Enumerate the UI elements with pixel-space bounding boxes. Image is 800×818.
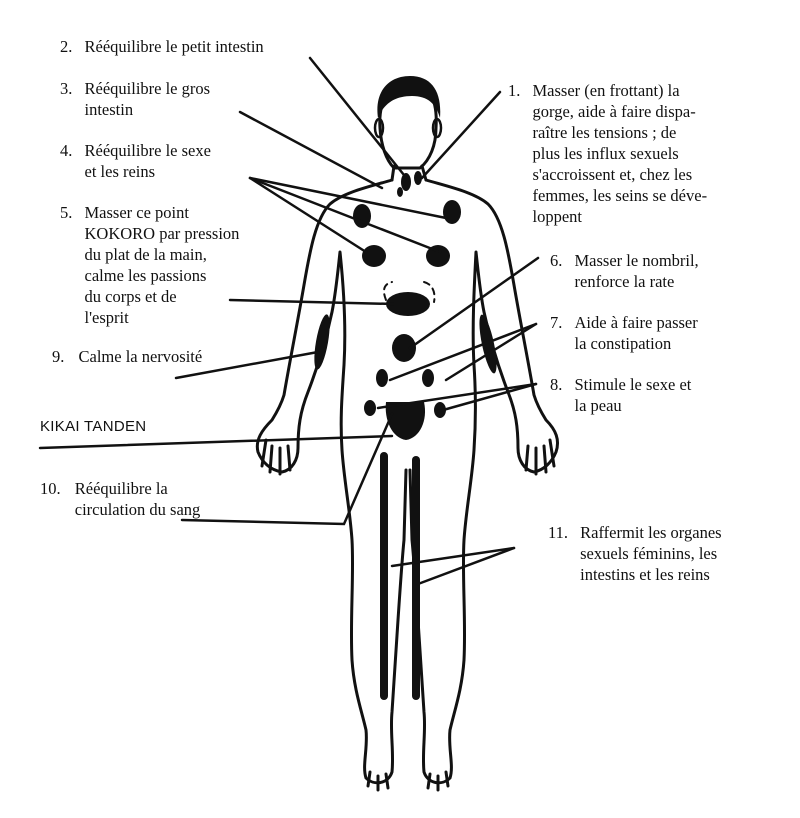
label-9-number: 9. — [52, 347, 65, 366]
label-1-number: 1. — [508, 81, 521, 100]
leader-4a — [248, 176, 448, 220]
kikai-tanden-point — [385, 402, 426, 440]
label-4: 4. Rééquilibre le sexe et les reins — [60, 140, 211, 182]
abdomen-point-right-upper — [422, 369, 434, 387]
leader-4c — [248, 176, 368, 254]
left-leg-line — [380, 452, 388, 700]
kikai-tanden-label: KIKAI TANDEN — [40, 418, 147, 435]
label-9-text: Calme la nervosité — [78, 347, 203, 366]
label-5: 5. Masser ce point KOKORO par pression d… — [60, 202, 239, 328]
leader-11b — [416, 546, 516, 586]
leader-7b — [444, 322, 538, 382]
label-8: 8. Stimule le sexe et la peau — [550, 374, 691, 416]
right-leg-line — [412, 456, 420, 700]
kokoro-point — [386, 292, 430, 316]
label-7: 7. Aide à faire passer la constipation — [550, 312, 698, 354]
label-10: 10. Rééquilibre la circulation du sang — [40, 478, 200, 520]
label-8-number: 8. — [550, 375, 563, 394]
throat-point-b — [414, 171, 422, 185]
leader-9 — [174, 350, 320, 380]
right-fingers — [524, 438, 556, 476]
leader-8b — [434, 382, 538, 414]
leader-11a — [390, 546, 516, 568]
neck-outline — [390, 164, 428, 182]
label-9: 9. Calme la nervosité — [52, 346, 202, 367]
label-8-text: Stimule le sexe et la peau — [574, 375, 692, 415]
label-6-number: 6. — [550, 251, 563, 270]
right-side-outline — [408, 178, 560, 785]
label-4-number: 4. — [60, 141, 73, 160]
abdomen-point-left-lower — [364, 400, 376, 416]
left-ear — [373, 117, 385, 139]
label-3: 3. Rééquilibre le gros intestin — [60, 78, 210, 120]
label-1: 1. Masser (en frottant) la gorge, aide à… — [508, 80, 707, 227]
leader-6 — [408, 256, 540, 350]
throat-points — [397, 171, 422, 197]
label-7-number: 7. — [550, 313, 563, 332]
chest-point-right — [443, 200, 461, 224]
hair — [377, 76, 441, 118]
leader-kikai — [38, 434, 394, 450]
label-11-number: 11. — [548, 523, 569, 542]
breast-point-left — [362, 245, 386, 267]
leader-10 — [180, 412, 394, 526]
label-6-text: Masser le nombril, renforce la rate — [574, 251, 699, 291]
label-2-text: Rééquilibre le petit intestin — [84, 37, 264, 56]
leader-8a — [376, 382, 538, 410]
pressure-points — [314, 200, 497, 700]
navel-point — [392, 334, 416, 362]
label-1-text: Masser (en frottant) la gorge, aide à fa… — [532, 81, 708, 226]
leader-7a — [388, 322, 538, 382]
label-10-text: Rééquilibre la circulation du sang — [74, 479, 201, 519]
label-6: 6. Masser le nombril, renforce la rate — [550, 250, 699, 292]
label-2: 2. Rééquilibre le petit intestin — [60, 36, 264, 57]
left-fingers — [260, 438, 292, 476]
throat-point-a — [401, 173, 411, 191]
label-11: 11. Raffermit les organes sexuels fémini… — [548, 522, 722, 585]
leader-4b — [248, 176, 442, 254]
feet-lines — [366, 770, 450, 792]
waist-dashes — [383, 281, 436, 303]
left-forearm-point — [314, 314, 330, 370]
throat-point-c — [397, 187, 403, 197]
label-3-number: 3. — [60, 79, 73, 98]
label-11-text: Raffermit les organes sexuels féminins, … — [580, 523, 722, 584]
label-10-number: 10. — [40, 479, 61, 498]
label-5-number: 5. — [60, 203, 73, 222]
label-2-number: 2. — [60, 37, 73, 56]
label-5-text: Masser ce point KOKORO par pression du p… — [84, 203, 240, 327]
right-ear — [431, 117, 443, 139]
label-7-text: Aide à faire passer la constipation — [574, 313, 698, 353]
leader-1 — [420, 90, 502, 180]
abdomen-point-left-upper — [376, 369, 388, 387]
chest-point-left — [353, 204, 371, 228]
right-forearm-point — [479, 314, 497, 374]
label-4-text: Rééquilibre le sexe et les reins — [84, 141, 211, 181]
leader-lines — [38, 56, 540, 586]
breast-point-right — [426, 245, 450, 267]
leader-2 — [308, 56, 410, 182]
label-3-text: Rééquilibre le gros intestin — [84, 79, 211, 119]
leader-3 — [238, 110, 384, 190]
body-outline — [255, 80, 560, 792]
leader-5 — [228, 298, 396, 306]
